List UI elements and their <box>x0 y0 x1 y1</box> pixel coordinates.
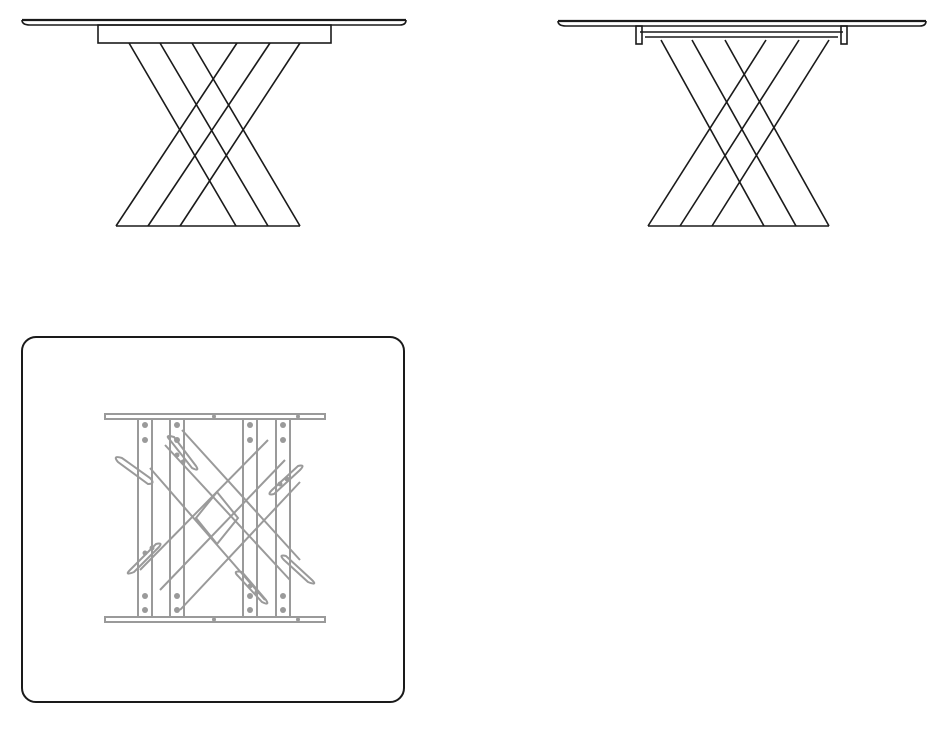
plan-stretchers <box>137 418 291 618</box>
front-apron <box>97 24 332 44</box>
front-x-legs <box>115 42 301 227</box>
plan-diagonal-legs <box>139 429 301 611</box>
plan-table-top-outline <box>21 336 405 703</box>
plan-view <box>21 336 405 703</box>
plan-rails <box>104 413 326 623</box>
side-elevation-view <box>557 19 927 227</box>
side-apron <box>635 25 848 45</box>
side-x-legs <box>647 39 830 227</box>
side-table-top <box>557 19 927 27</box>
plan-bolt-dots <box>142 414 300 622</box>
plan-leg-feet <box>114 435 316 605</box>
front-elevation-view <box>21 18 407 227</box>
